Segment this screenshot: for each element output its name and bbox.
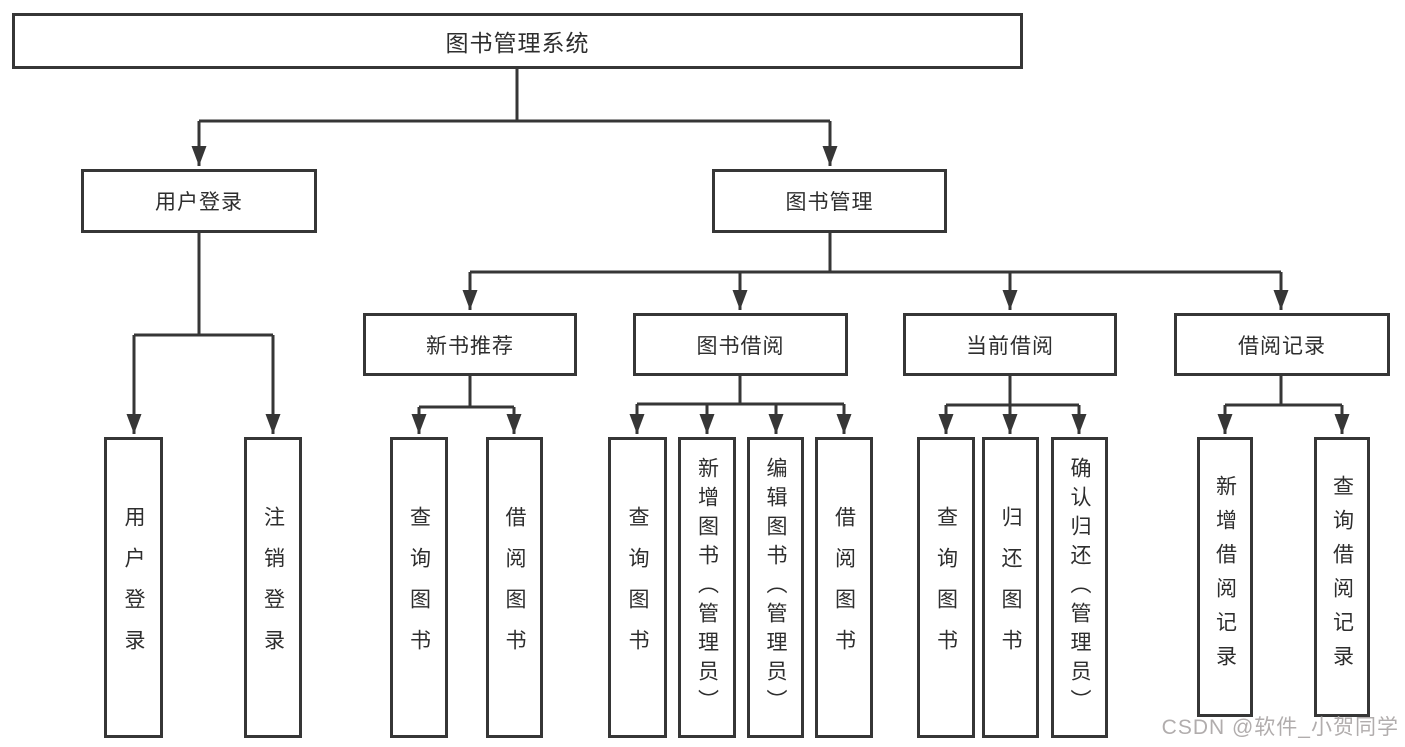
node-borrow-records: 借阅记录 (1174, 313, 1390, 376)
leaf-query-books-recommend: 查询图书 (390, 437, 448, 738)
leaf-user-login: 用户登录 (104, 437, 163, 738)
node-user-login: 用户登录 (81, 169, 317, 233)
leaf-return-books: 归还图书 (982, 437, 1039, 738)
node-root-library-system: 图书管理系统 (12, 13, 1023, 69)
leaf-edit-books-admin: 编辑图书（管理员） (747, 437, 804, 738)
leaf-query-books-borrow: 查询图书 (608, 437, 667, 738)
leaf-logout: 注销登录 (244, 437, 302, 738)
leaf-query-books-current: 查询图书 (917, 437, 975, 738)
leaf-borrow-books: 借阅图书 (815, 437, 873, 738)
node-current-borrow: 当前借阅 (903, 313, 1117, 376)
node-book-borrow: 图书借阅 (633, 313, 848, 376)
leaf-borrow-books-recommend: 借阅图书 (486, 437, 543, 738)
leaf-query-borrow-record: 查询借阅记录 (1314, 437, 1370, 717)
leaf-add-borrow-record: 新增借阅记录 (1197, 437, 1253, 717)
leaf-add-books-admin: 新增图书（管理员） (678, 437, 736, 738)
node-new-book-recommend: 新书推荐 (363, 313, 577, 376)
node-book-management: 图书管理 (712, 169, 947, 233)
csdn-watermark: CSDN @软件_小贺同学 (1161, 716, 1399, 739)
leaf-confirm-return-admin: 确认归还（管理员） (1051, 437, 1108, 738)
